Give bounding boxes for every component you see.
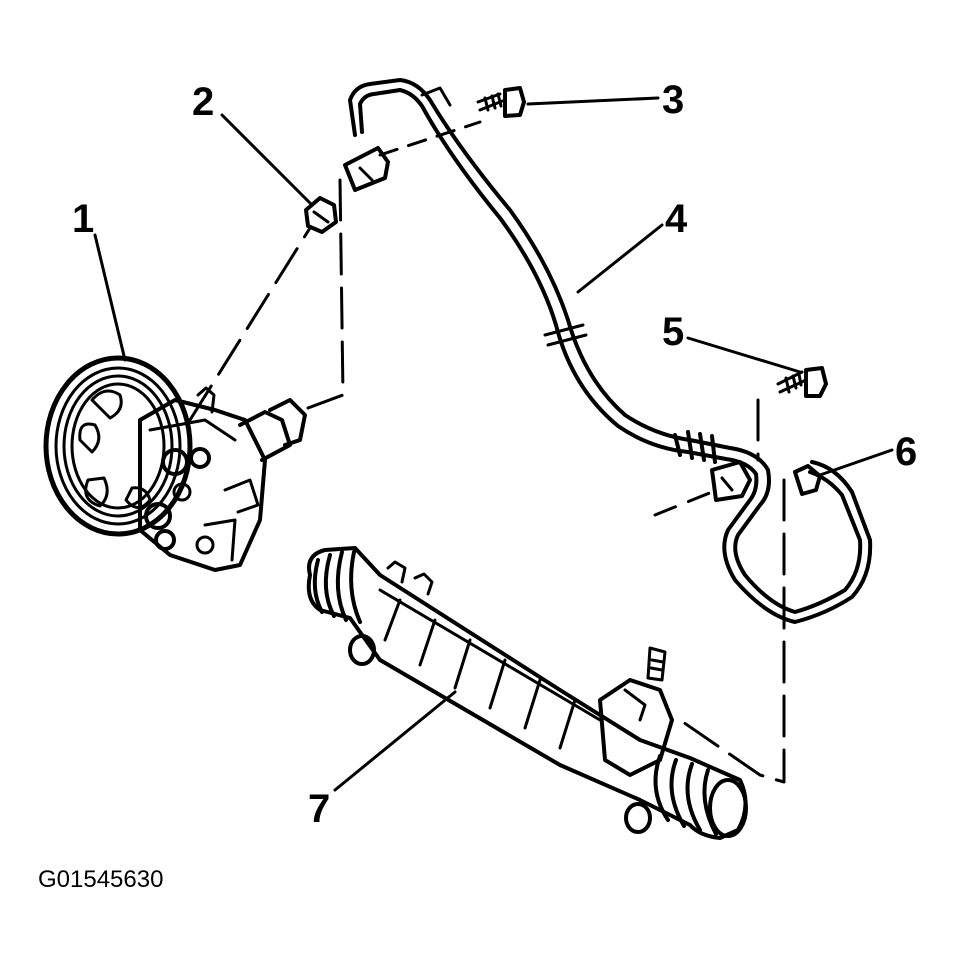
- hose-bolt-upper: [476, 86, 526, 118]
- callout-1: 1: [72, 197, 94, 241]
- rack-mount-tabs: [348, 560, 652, 834]
- hose-clip-bracket: [343, 146, 390, 192]
- return-line-fitting: [793, 464, 822, 496]
- callout-2: 2: [192, 80, 214, 124]
- callout-3: 3: [662, 78, 684, 122]
- callout-5: 5: [662, 310, 684, 354]
- alignment-lines: [188, 120, 786, 784]
- boot-left: [312, 550, 362, 624]
- pump-body: [138, 386, 307, 572]
- figure-id: G01545630: [38, 866, 163, 893]
- pump-pulley: [43, 355, 193, 537]
- rack-housing-bands: [378, 588, 602, 750]
- hose-rack-bracket: [710, 460, 752, 502]
- hose-bolt-lower: [776, 366, 828, 398]
- steering-gear-assembly: [306, 546, 748, 840]
- power-steering-pump: [43, 355, 307, 572]
- pump-hose-fitting: [304, 196, 338, 234]
- callout-6: 6: [895, 430, 917, 474]
- pinion-valve-housing: [598, 646, 674, 777]
- boot-right: [653, 754, 748, 838]
- pressure-hose-assembly: [343, 78, 873, 624]
- callout-7: 7: [308, 787, 330, 831]
- callout-4: 4: [665, 197, 688, 241]
- leader-lines: [93, 96, 894, 792]
